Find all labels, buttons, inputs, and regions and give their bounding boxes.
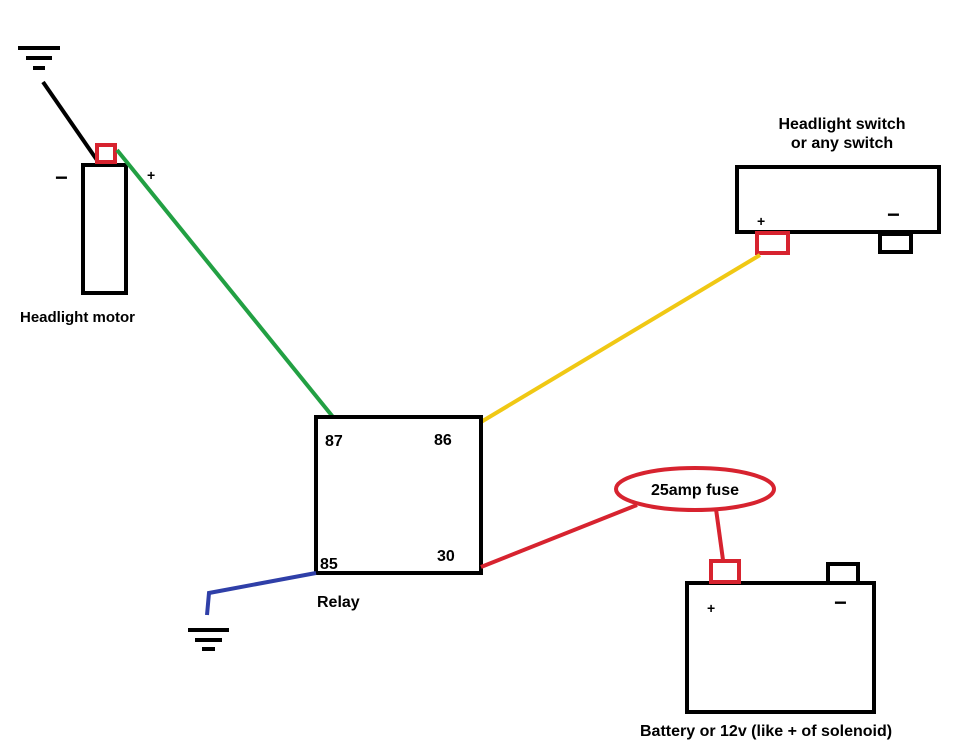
- wire-blue: [205, 571, 317, 616]
- relay-pin-85: 85: [320, 556, 338, 573]
- battery-plus-terminal: [709, 559, 741, 584]
- headlight-switch-body: [735, 165, 941, 234]
- headlight-switch-label-line1: Headlight switch: [778, 116, 905, 133]
- headlight-switch-minus-terminal: [878, 232, 913, 254]
- battery-minus: −: [834, 590, 847, 615]
- fuse-label: 25amp fuse: [651, 482, 739, 499]
- fuse-body: [614, 466, 776, 512]
- relay-label: Relay: [317, 594, 360, 611]
- headlight-motor-plus: +: [147, 167, 155, 183]
- relay-pin-87: 87: [325, 433, 343, 450]
- battery-plus: +: [707, 600, 715, 616]
- relay-pin-86: 86: [434, 432, 452, 449]
- headlight-motor-terminal: [95, 143, 117, 164]
- relay-pin-30: 30: [437, 548, 455, 565]
- battery-minus-terminal: [826, 562, 860, 585]
- wire-red-fuse-battery: [714, 508, 725, 561]
- ground-symbol-motor: [18, 46, 60, 70]
- battery-body: [685, 581, 876, 714]
- wire-yellow: [479, 253, 762, 424]
- ground-symbol-relay: [188, 628, 229, 651]
- headlight-motor-body: [81, 163, 128, 295]
- relay-body: [314, 415, 483, 575]
- headlight-switch-plus: +: [757, 213, 765, 229]
- headlight-switch-minus: −: [887, 202, 900, 227]
- headlight-switch-label-line2: or any switch: [791, 135, 893, 152]
- headlight-motor-label: Headlight motor: [20, 309, 135, 326]
- ground-wire-motor: [41, 80, 101, 165]
- headlight-motor-minus: −: [55, 165, 68, 190]
- headlight-switch-plus-terminal: [755, 231, 790, 255]
- battery-label: Battery or 12v (like + of solenoid): [640, 723, 892, 740]
- wire-red-relay-fuse: [480, 503, 638, 569]
- wire-green: [115, 148, 335, 419]
